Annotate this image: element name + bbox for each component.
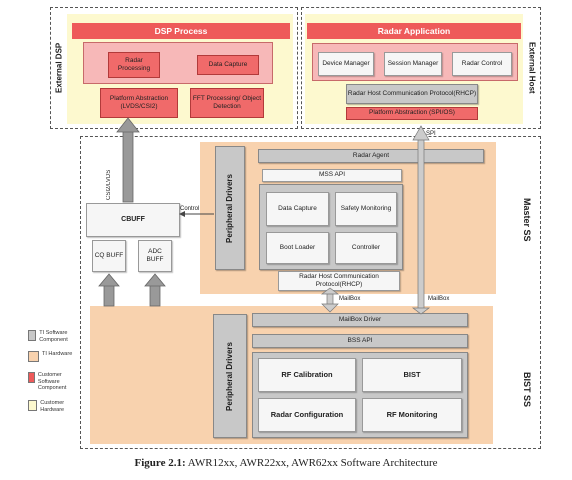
radar-application-title: Radar Application	[307, 23, 521, 39]
cq-buff-box: CQ BUFF	[92, 240, 126, 272]
legend-swatch-customer-software	[28, 372, 35, 384]
legend-label: TI Hardware	[42, 351, 73, 358]
adc-buff-box: ADC BUFF	[138, 240, 172, 272]
device-manager-box: Device Manager	[318, 52, 374, 76]
mss-rhcp-box: Radar Host Communication Protocol(RHCP)	[278, 271, 400, 291]
bist-peripheral-drivers: Peripheral Drivers	[213, 314, 247, 438]
mailbox-driver-box: MailBox Driver	[252, 313, 468, 327]
legend-swatch-ti-hardware	[28, 351, 39, 363]
safety-monitoring-box: Safety Monitoring	[335, 192, 397, 226]
figure-caption-text: AWR12xx, AWR22xx, AWR62xx Software Archi…	[187, 457, 438, 469]
bist-peripheral-drivers-label: Peripheral Drivers	[225, 341, 234, 411]
master-peripheral-drivers: Peripheral Drivers	[215, 146, 245, 270]
rf-monitoring-box: RF Monitoring	[362, 398, 462, 432]
mailbox-left-label: MailBox	[339, 296, 361, 302]
legend-label: TI Software Component	[39, 330, 68, 343]
radar-configuration-box: Radar Configuration	[258, 398, 356, 432]
host-platform-abstraction-box: Platform Abstraction (SPI/OS)	[346, 107, 478, 120]
bist-ss-label: BIST SS	[522, 372, 532, 408]
external-dsp-label: External DSP	[54, 42, 64, 94]
legend-item-customer-software: Customer Software Component	[28, 372, 80, 392]
mailbox-right-label: MailBox	[428, 296, 450, 302]
radar-agent-box: Radar Agent	[258, 149, 484, 163]
legend-label: Customer Software Component	[37, 372, 67, 392]
legend-swatch-ti-software	[28, 330, 37, 341]
session-manager-box: Session Manager	[384, 52, 442, 76]
legend-item-customer-hardware: Customer Hardware	[28, 399, 80, 413]
legend-item-ti-hardware: TI Hardware	[28, 351, 80, 363]
legend-swatch-customer-hardware	[28, 399, 38, 411]
spi-label: SPI	[426, 131, 436, 137]
rf-calibration-box: RF Calibration	[258, 358, 356, 392]
legend-label: Customer Hardware	[40, 399, 65, 413]
legend-item-ti-software: TI Software Component	[28, 330, 80, 343]
external-dsp-region	[50, 7, 298, 129]
mss-data-capture-box: Data Capture	[266, 192, 329, 226]
external-host-label: External Host	[527, 42, 537, 94]
radar-processing-box: Radar Processing	[108, 52, 160, 78]
mss-api-box: MSS API	[262, 169, 402, 182]
device-region	[80, 136, 541, 449]
dsp-data-capture-box: Data Capture	[197, 55, 259, 75]
dsp-process-title: DSP Process	[72, 23, 290, 39]
bss-api-box: BSS API	[252, 334, 468, 348]
figure-caption-label: Figure 2.1:	[134, 457, 186, 469]
dsp-platform-abstraction-box: Platform Abstraction (LVDS/CSI2)	[100, 88, 178, 118]
master-ss-label: Master SS	[522, 198, 532, 242]
master-peripheral-drivers-label: Peripheral Drivers	[225, 173, 234, 243]
host-rhcp-box: Radar Host Communication Protocol(RHCP)	[346, 84, 478, 104]
boot-loader-box: Boot Loader	[266, 232, 329, 264]
fft-processing-box: FFT Processing/ Object Detection	[190, 88, 264, 118]
controller-box: Controller	[335, 232, 397, 264]
csi2-lvds-label: CSI2/LVDS	[106, 169, 112, 200]
control-label: Control	[180, 206, 200, 212]
figure-caption: Figure 2.1: AWR12xx, AWR22xx, AWR62xx So…	[0, 457, 572, 469]
bist-box: BIST	[362, 358, 462, 392]
legend: TI Software Component TI Hardware Custom…	[28, 330, 80, 413]
cbuff-box: CBUFF	[86, 203, 180, 237]
radar-control-box: Radar Control	[452, 52, 512, 76]
